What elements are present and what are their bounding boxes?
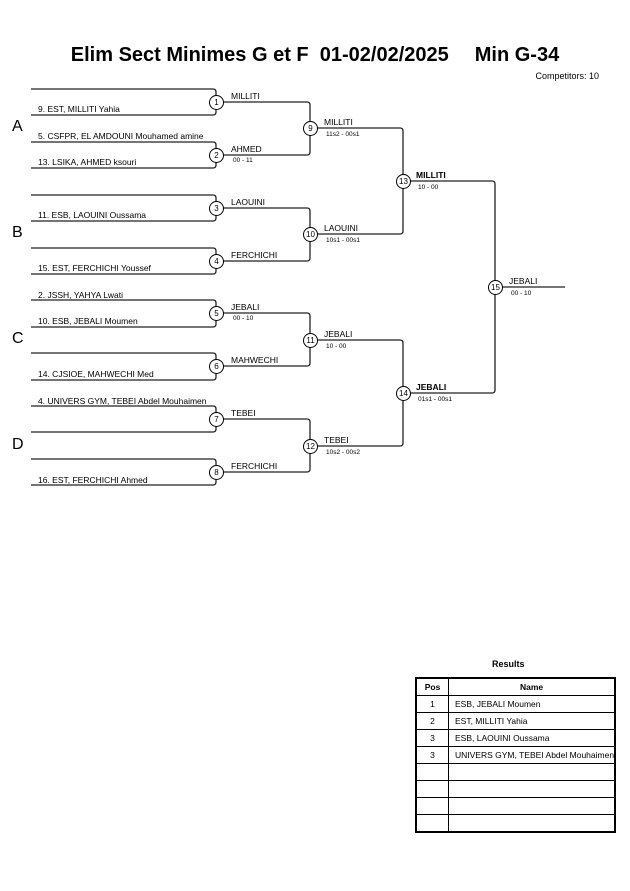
results-name: UNIVERS GYM, TEBEI Abdel Mouhaimen <box>448 746 616 764</box>
score-m5: 00 - 10 <box>233 315 254 322</box>
results-name <box>448 780 616 798</box>
bracket-line-m7 <box>31 405 217 433</box>
match-number-1: 1 <box>209 95 224 110</box>
competitor-label: 13. LSIKA, AHMED ksouri <box>38 157 137 167</box>
competitor-label: 5. CSFPR, EL AMDOUNI Mouhamed amine <box>38 131 204 141</box>
winner-label-m6: MAHWECHI <box>231 355 279 365</box>
results-pos <box>415 814 449 833</box>
results-pos: 1 <box>415 695 449 713</box>
score-m2: 00 - 11 <box>233 157 253 164</box>
bracket-line-m13 <box>310 127 404 235</box>
match-number-10: 10 <box>303 227 318 242</box>
results-name <box>448 763 616 781</box>
score-m14: 01s1 - 00s1 <box>418 396 452 403</box>
match-number-7: 7 <box>209 412 224 427</box>
winner-label-m7: TEBEI <box>231 408 256 418</box>
score-m10: 10s1 - 00s1 <box>326 237 360 244</box>
results-pos: 3 <box>415 746 449 764</box>
competitor-label: 2. JSSH, YAHYA Lwati <box>38 290 124 300</box>
results-pos: 3 <box>415 729 449 747</box>
match-number-2: 2 <box>209 148 224 163</box>
winner-label-m14: JEBALI <box>416 382 447 392</box>
match-number-13: 13 <box>396 174 411 189</box>
match-number-6: 6 <box>209 359 224 374</box>
winner-label-m8: FERCHICHI <box>231 461 278 471</box>
results-name: ESB, JEBALI Moumen <box>448 695 616 713</box>
results-row <box>415 814 616 833</box>
score-m11: 10 - 00 <box>326 343 347 350</box>
match-number-14: 14 <box>396 386 411 401</box>
results-title: Results <box>492 659 525 669</box>
event-title: Elim Sect Minimes G et F 01-02/02/2025 <box>70 44 449 66</box>
results-header-pos: Pos <box>415 677 449 696</box>
competitor-label: 11. ESB, LAOUINI Oussama <box>38 210 147 220</box>
results-pos: 2 <box>415 712 449 730</box>
results-header-row: Pos Name <box>415 677 616 696</box>
competitors-count: Competitors: 10 <box>535 71 599 81</box>
score-m13: 10 - 00 <box>418 184 439 191</box>
results-pos <box>415 780 449 798</box>
winner-label-final: JEBALI <box>509 276 538 286</box>
score-m9: 11s2 - 00s1 <box>326 131 360 138</box>
winner-label-m4: FERCHICHI <box>231 250 278 260</box>
competitor-label: 4. UNIVERS GYM, TEBEI Abdel Mouhaimen <box>38 396 207 406</box>
results-row <box>415 780 616 798</box>
results-name <box>448 797 616 815</box>
match-number-8: 8 <box>209 465 224 480</box>
bracket-line-m15 <box>403 180 496 394</box>
results-pos <box>415 763 449 781</box>
competitor-label: 15. EST, FERCHICHI Youssef <box>38 263 151 273</box>
results-name: EST, MILLITI Yahia <box>448 712 616 730</box>
competitor-label: 16. EST, FERCHICHI Ahmed <box>38 475 148 485</box>
category-title: Min G-34 <box>474 44 560 66</box>
results-row <box>415 797 616 815</box>
match-number-5: 5 <box>209 306 224 321</box>
winner-label-m5: JEBALI <box>231 302 260 312</box>
winner-label-m3: LAOUINI <box>231 197 266 207</box>
pool-label-d: D <box>12 436 24 453</box>
winner-label-m11: JEBALI <box>324 329 353 339</box>
page-title: Elim Sect Minimes G et F 01-02/02/2025 Mi… <box>0 44 630 67</box>
match-number-9: 9 <box>303 121 318 136</box>
score-m12: 10s2 - 00s2 <box>326 449 360 456</box>
score-final: 00 - 10 <box>511 290 532 297</box>
competitor-label: 10. ESB, JEBALI Moumen <box>38 316 138 326</box>
winner-label-m12: TEBEI <box>324 435 349 445</box>
competitor-label: 9. EST, MILLITI Yahia <box>38 104 120 114</box>
match-number-12: 12 <box>303 439 318 454</box>
match-number-15: 15 <box>488 280 503 295</box>
results-name: ESB, LAOUINI Oussama <box>448 729 616 747</box>
winner-label-m13: MILLITI <box>416 170 446 180</box>
pool-label-b: B <box>12 224 23 241</box>
results-header-name: Name <box>448 677 616 696</box>
results-pos <box>415 797 449 815</box>
match-number-11: 11 <box>303 333 318 348</box>
pool-label-a: A <box>12 118 23 135</box>
winner-label-m9: MILLITI <box>324 117 353 127</box>
bracket-line-m14 <box>310 339 404 447</box>
match-number-4: 4 <box>209 254 224 269</box>
winner-label-m2: AHMED <box>231 144 262 154</box>
results-row <box>415 763 616 781</box>
pool-label-c: C <box>12 330 24 347</box>
results-name <box>448 814 616 833</box>
competitor-label: 14. CJSIOE, MAHWECHI Med <box>38 369 154 379</box>
match-number-3: 3 <box>209 201 224 216</box>
winner-label-m10: LAOUINI <box>324 223 359 233</box>
winner-label-m1: MILLITI <box>231 91 260 101</box>
